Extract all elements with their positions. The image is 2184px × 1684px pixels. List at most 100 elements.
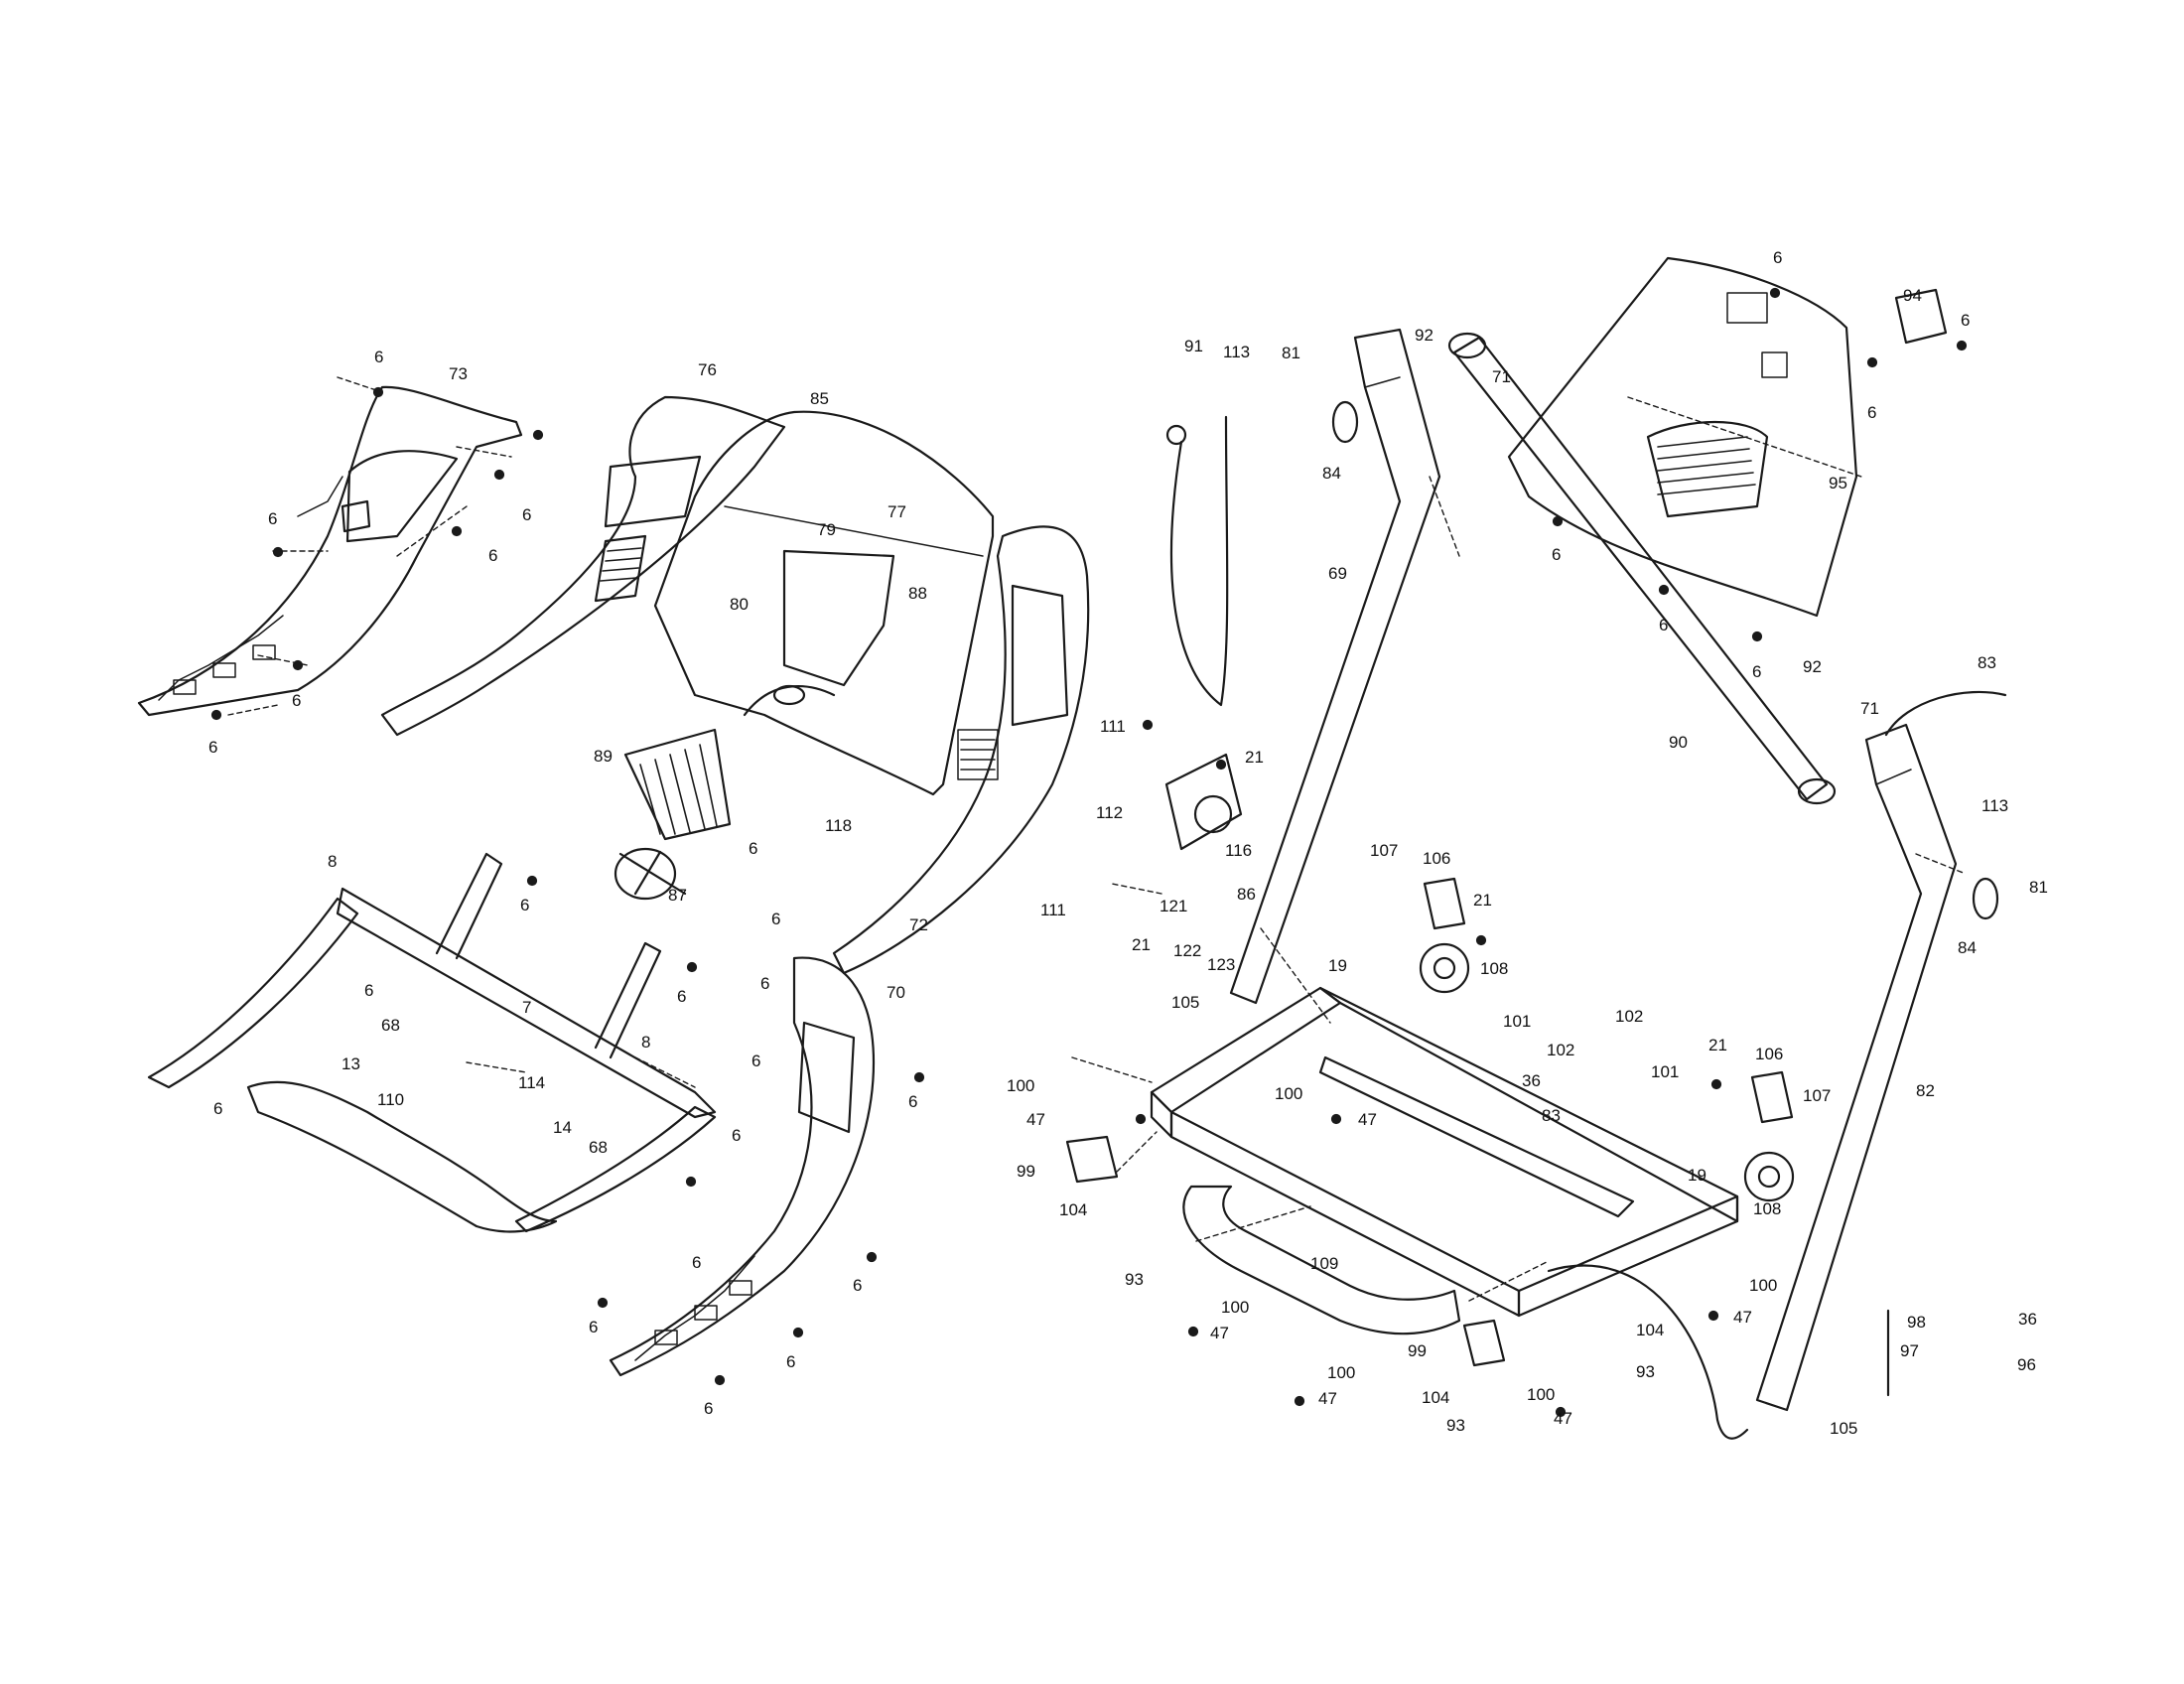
callout-7: 7 [522,998,531,1017]
callout-100: 100 [1275,1084,1302,1103]
callout-109: 109 [1310,1254,1338,1273]
callout-100: 100 [1221,1298,1249,1317]
motor-hood-95 [1507,256,1948,618]
callout-97: 97 [1900,1341,1919,1360]
callout-102: 102 [1615,1007,1643,1026]
handrail-76 [380,395,786,737]
callout-6: 6 [771,910,780,928]
callout-19: 19 [1688,1166,1706,1185]
callout-98: 98 [1907,1313,1926,1332]
upright-82 [1755,723,1958,1412]
callout-122: 122 [1173,941,1201,960]
callout-91: 91 [1184,337,1203,355]
wire-83-right [1884,690,2007,737]
callout-6: 6 [364,981,373,1000]
callout-84: 84 [1322,464,1341,483]
callout-112: 112 [1096,803,1123,822]
fan-grill-89 [623,728,732,841]
callout-111: 111 [1100,717,1126,736]
callout-8: 8 [328,852,337,871]
callout-88: 88 [908,584,927,603]
callout-99: 99 [1408,1341,1427,1360]
callout-94: 94 [1903,286,1922,305]
motor-112 [1164,753,1243,851]
base-frame [1150,986,1739,1318]
callout-6: 6 [213,1099,222,1118]
callout-90: 90 [1669,733,1688,752]
callout-47: 47 [1210,1324,1229,1342]
callout-6: 6 [677,987,686,1006]
callout-19: 19 [1328,956,1347,975]
callout-93: 93 [1125,1270,1144,1289]
callout-6: 6 [1961,311,1970,330]
callout-47: 47 [1554,1409,1572,1428]
callout-118: 118 [825,816,852,835]
callout-69: 69 [1328,564,1347,583]
cable-bottom [1547,1264,1749,1440]
base-109 [1182,1185,1461,1335]
callout-104: 104 [1636,1321,1664,1339]
callout-72: 72 [909,915,928,934]
hardware-fasteners [210,287,1968,1418]
pulley-84-top [1331,400,1359,444]
handrail-cover-70 [609,956,876,1377]
callout-95: 95 [1829,474,1847,492]
bracket-106-right [1750,1070,1794,1124]
callout-21: 21 [1708,1036,1727,1054]
callout-100: 100 [1749,1276,1777,1295]
callout-6: 6 [208,738,217,757]
callout-36: 36 [2018,1310,2037,1329]
callout-77: 77 [887,502,906,521]
handrail-72 [832,525,1090,975]
callout-101: 101 [1651,1062,1679,1081]
leader-lines [227,376,1967,1302]
callout-6: 6 [749,839,757,858]
callout-68: 68 [381,1016,400,1035]
callout-123: 123 [1207,955,1235,974]
callout-107: 107 [1803,1086,1831,1105]
callout-68: 68 [589,1138,608,1157]
callout-76: 76 [698,360,717,379]
callout-13: 13 [341,1054,360,1073]
callout-6: 6 [520,896,529,914]
callout-86: 86 [1237,885,1256,904]
callout-121: 121 [1160,897,1187,915]
left-leg-frame [147,897,717,1233]
callout-92: 92 [1803,657,1822,676]
belt-91 [1165,415,1229,707]
callout-6: 6 [1773,248,1782,267]
callout-6: 6 [1752,662,1761,681]
callout-113: 113 [1981,796,2008,815]
callout-47: 47 [1318,1389,1337,1408]
callout-6: 6 [488,546,497,565]
callout-36: 36 [1522,1071,1541,1090]
wheel-108-right [1743,1151,1795,1202]
callout-100: 100 [1327,1363,1355,1382]
callout-82: 82 [1916,1081,1935,1100]
callout-71: 71 [1860,699,1879,718]
callout-89: 89 [594,747,613,766]
callout-6: 6 [853,1276,862,1295]
callout-6: 6 [589,1318,598,1336]
callout-21: 21 [1132,935,1151,954]
callout-47: 47 [1733,1308,1752,1327]
callout-106: 106 [1755,1045,1783,1063]
pulley-84-right [1972,877,1999,920]
callout-105: 105 [1171,993,1199,1012]
callout-80: 80 [730,595,749,614]
callout-85: 85 [810,389,829,408]
callout-8: 8 [641,1033,650,1052]
callout-6: 6 [1659,616,1668,634]
callout-6: 6 [292,691,301,710]
callout-93: 93 [1446,1416,1465,1435]
upright-69 [1229,328,1441,1005]
callout-87: 87 [668,886,687,905]
callout-21: 21 [1473,891,1492,910]
callout-6: 6 [732,1126,741,1145]
callout-6: 6 [786,1352,795,1371]
callout-102: 102 [1547,1041,1574,1059]
callout-111: 111 [1040,901,1066,919]
callout-104: 104 [1422,1388,1449,1407]
callout-93: 93 [1636,1362,1655,1381]
